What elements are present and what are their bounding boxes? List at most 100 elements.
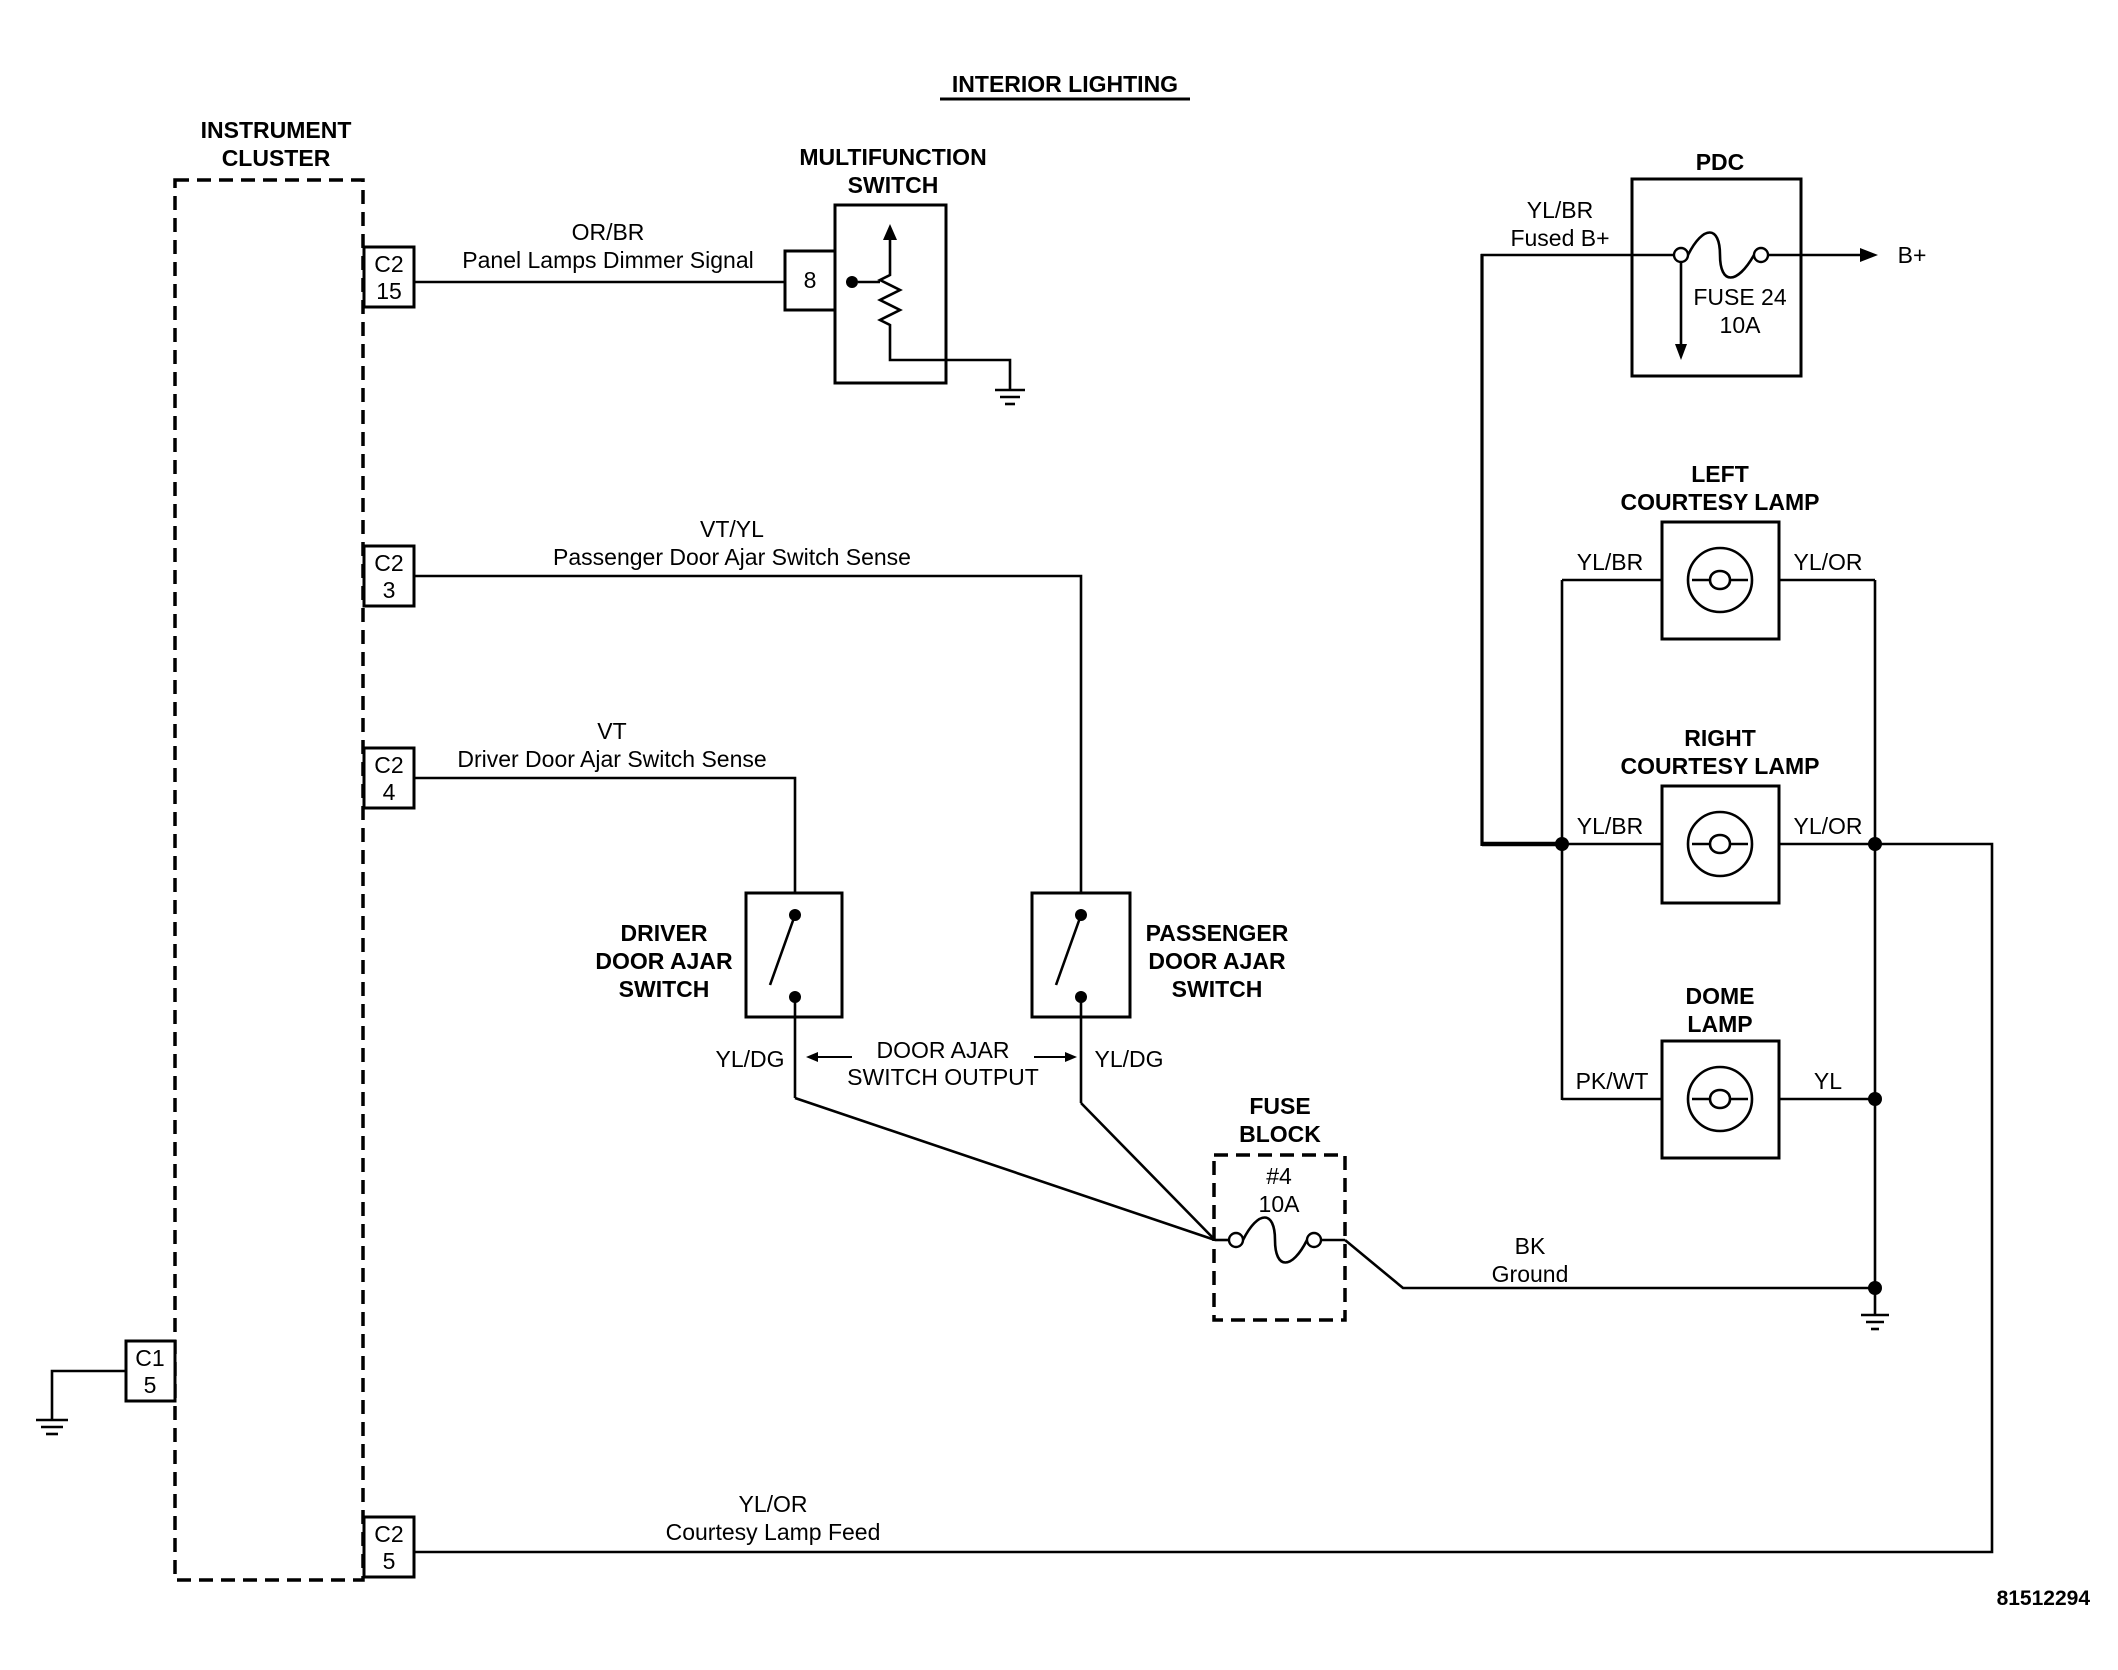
svg-text:3: 3 [383, 577, 396, 603]
arrow-right-icon [1065, 1052, 1077, 1062]
arrow-left-icon [806, 1052, 818, 1062]
fused-b-wire: YL/BR Fused B+ [1480, 197, 1674, 847]
multifunction-switch-label-2: SWITCH [848, 172, 939, 198]
lamp-bulb-icon [1686, 810, 1754, 878]
right-lamp-label-1: RIGHT [1684, 725, 1756, 751]
pdc-rating: 10A [1720, 312, 1762, 338]
svg-text:SWITCH: SWITCH [1172, 976, 1263, 1002]
pdc-fuse: FUSE 24 [1693, 284, 1787, 310]
left-courtesy-lamp: LEFT COURTESY LAMP YL/BR YL/OR [1562, 461, 1875, 641]
dimmer-wire-name: Panel Lamps Dimmer Signal [462, 247, 753, 273]
dome-lamp-label-1: DOME [1686, 983, 1755, 1009]
svg-text:C1: C1 [135, 1345, 164, 1371]
multifunction-switch: MULTIFUNCTION SWITCH 8 [783, 144, 1025, 406]
instrument-cluster: INSTRUMENT CLUSTER [173, 117, 365, 1582]
svg-text:C2: C2 [374, 1521, 403, 1547]
connector-c2-15: C2 15 [362, 245, 416, 309]
left-lamp-out: YL/OR [1793, 549, 1862, 575]
svg-text:15: 15 [376, 278, 402, 304]
multifunction-switch-pin: 8 [804, 267, 817, 293]
svg-text:DOOR AJAR: DOOR AJAR [1148, 948, 1286, 974]
svg-text:DRIVER: DRIVER [621, 920, 708, 946]
dome-lamp-in: PK/WT [1576, 1068, 1649, 1094]
passenger-sense-wire: VT/YL Passenger Door Ajar Switch Sense [414, 516, 1083, 903]
svg-text:C2: C2 [374, 752, 403, 778]
driver-sense-color: VT [597, 718, 626, 744]
b-plus-arrow-icon [1860, 248, 1878, 262]
left-lamp-in: YL/BR [1577, 549, 1643, 575]
svg-text:SWITCH: SWITCH [619, 976, 710, 1002]
driver-output-wire [794, 1096, 1216, 1242]
ground-wire: BK Ground [1344, 1233, 1889, 1331]
fuse-block-fuse: #4 [1266, 1163, 1292, 1189]
ground-wire-color: BK [1515, 1233, 1546, 1259]
courtesy-feed-color: YL/OR [738, 1491, 807, 1517]
svg-text:C2: C2 [374, 251, 403, 277]
fused-b-name: Fused B+ [1510, 225, 1609, 251]
lamp-bulb-icon [1686, 546, 1754, 614]
pdc: PDC FUSE 24 10A B+ [1630, 149, 1927, 378]
passenger-output-wire [1080, 1102, 1216, 1241]
passenger-sense-name: Passenger Door Ajar Switch Sense [553, 544, 911, 570]
connector-c1-5: C1 5 [124, 1339, 177, 1403]
connector-c2-3: C2 3 [362, 544, 416, 608]
right-lamp-in: YL/BR [1577, 813, 1643, 839]
fuse-block-box [1212, 1153, 1347, 1322]
resistor-arrow-icon [883, 224, 897, 240]
b-plus-label: B+ [1898, 242, 1927, 268]
fused-b-color: YL/BR [1527, 197, 1593, 223]
pdc-fuse-icon [1686, 231, 1756, 279]
passenger-sense-color: VT/YL [700, 516, 764, 542]
diagram-title: INTERIOR LIGHTING [952, 71, 1178, 97]
dimmer-wire: OR/BR Panel Lamps Dimmer Signal [414, 219, 788, 284]
resistor-symbol [877, 255, 1012, 390]
diagram-id: 81512294 [1997, 1587, 2091, 1610]
instrument-cluster-box [173, 178, 365, 1582]
multifunction-switch-label-1: MULTIFUNCTION [799, 144, 986, 170]
dimmer-wire-color: OR/BR [572, 219, 645, 245]
switch-output-labels: YL/DG YL/DG DOOR AJAR SWITCH OUTPUT [715, 1037, 1163, 1090]
courtesy-feed-wire: YL/OR Courtesy Lamp Feed [414, 842, 1994, 1554]
right-lamp-label-2: COURTESY LAMP [1621, 753, 1820, 779]
driver-sense-wire: VT Driver Door Ajar Switch Sense [414, 718, 797, 915]
left-lamp-label-2: COURTESY LAMP [1621, 489, 1820, 515]
switch-output-label-1: DOOR AJAR [877, 1037, 1010, 1063]
driver-output-color: YL/DG [715, 1046, 784, 1072]
svg-text:DOOR AJAR: DOOR AJAR [595, 948, 733, 974]
driver-switch-contact [768, 914, 797, 986]
svg-text:C2: C2 [374, 550, 403, 576]
fuse-block-rating: 10A [1259, 1191, 1301, 1217]
dome-lamp-out: YL [1814, 1068, 1842, 1094]
connector-c2-5: C2 5 [362, 1515, 416, 1579]
right-courtesy-lamp: RIGHT COURTESY LAMP YL/BR YL/OR [1562, 725, 1875, 905]
switch-output-label-2: SWITCH OUTPUT [847, 1064, 1039, 1090]
instrument-cluster-label-1: INSTRUMENT [201, 117, 352, 143]
pdc-arrow-icon [1675, 344, 1687, 360]
dome-lamp-label-2: LAMP [1687, 1011, 1752, 1037]
ground-wire-name: Ground [1492, 1261, 1569, 1287]
instrument-cluster-label-2: CLUSTER [222, 145, 331, 171]
right-lamp-out: YL/OR [1793, 813, 1862, 839]
c1-ground-symbol [36, 1369, 126, 1436]
dome-lamp: DOME LAMP PK/WT YL [1562, 983, 1875, 1160]
pdc-box [1630, 177, 1803, 378]
multifunction-switch-pin-box [783, 249, 837, 312]
pdc-title: PDC [1696, 149, 1745, 175]
driver-sense-name: Driver Door Ajar Switch Sense [457, 746, 766, 772]
splice-ground [1868, 1281, 1882, 1295]
fuse-icon [1241, 1216, 1309, 1264]
fuse-block: FUSE BLOCK #4 10A [1212, 1093, 1347, 1322]
svg-text:5: 5 [144, 1372, 157, 1398]
svg-text:5: 5 [383, 1548, 396, 1574]
fuse-block-label-1: FUSE [1249, 1093, 1310, 1119]
lamp-bulb-icon [1686, 1065, 1754, 1133]
passenger-output-color: YL/DG [1094, 1046, 1163, 1072]
driver-door-ajar-switch: DRIVER DOOR AJAR SWITCH [595, 891, 844, 1098]
passenger-door-ajar-switch: PASSENGER DOOR AJAR SWITCH [1030, 891, 1289, 1103]
fuse-block-label-2: BLOCK [1239, 1121, 1321, 1147]
left-lamp-label-1: LEFT [1691, 461, 1749, 487]
courtesy-feed-name: Courtesy Lamp Feed [666, 1519, 881, 1545]
svg-text:4: 4 [383, 779, 396, 805]
passenger-switch-contact [1054, 914, 1083, 986]
